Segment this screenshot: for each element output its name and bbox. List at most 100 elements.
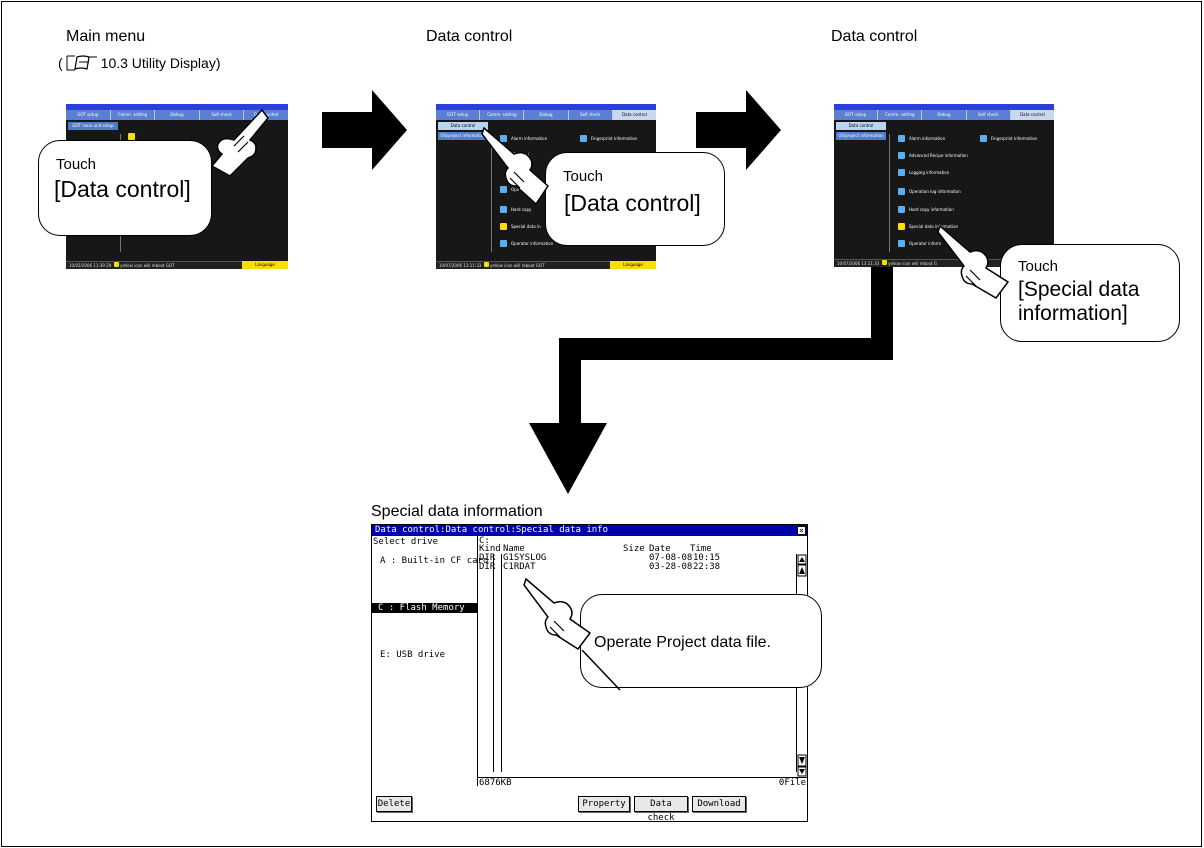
yellow-square-icon bbox=[500, 223, 507, 230]
callout-3-small: Touch bbox=[1018, 258, 1059, 275]
menu-item-label: Operator inform bbox=[909, 241, 942, 246]
drive-c-button[interactable]: C : Flash Memory bbox=[372, 603, 477, 613]
title-data-control-2: Data control bbox=[831, 28, 918, 45]
menu-item-operator[interactable]: Operator information bbox=[500, 240, 553, 247]
menu-item-label: Operation log information bbox=[909, 189, 961, 194]
row-1-name[interactable]: G1SYSLOG bbox=[503, 553, 547, 563]
blue-square-icon bbox=[580, 135, 587, 142]
yellow-square-icon bbox=[898, 223, 905, 230]
blue-square-icon bbox=[898, 135, 905, 142]
callout-4-tail bbox=[581, 650, 621, 691]
right-arrow-2 bbox=[696, 90, 781, 170]
side-item-data-control[interactable]: Data control bbox=[836, 122, 886, 130]
side-item-os-project[interactable]: OS/project information bbox=[836, 132, 886, 140]
callout-operate-project bbox=[580, 594, 822, 688]
data-check-button[interactable]: Data check bbox=[634, 796, 688, 821]
tab-comm-setting[interactable]: Comm. setting bbox=[878, 110, 922, 120]
menu-item-operation-log[interactable]: Ope bbox=[500, 186, 519, 193]
menu-item-icon bbox=[128, 133, 135, 140]
menu-item-label: Hard copy information bbox=[909, 207, 954, 212]
title-bar bbox=[436, 104, 656, 110]
tab-got-setup[interactable]: GOT setup bbox=[66, 110, 110, 120]
pointing-hand-icon bbox=[210, 108, 269, 177]
menu-item-alarm[interactable]: Alarm information bbox=[898, 135, 945, 142]
language-button[interactable]: Language bbox=[610, 261, 656, 269]
row-1-date: 07-08-08 bbox=[649, 553, 693, 563]
tab-debug[interactable]: Debug bbox=[524, 110, 568, 120]
blue-square-icon bbox=[898, 152, 905, 159]
menu-item-fingerprint[interactable]: Fingerprint information bbox=[980, 135, 1037, 142]
blue-square-icon bbox=[500, 186, 507, 193]
tab-self-check[interactable]: Self check bbox=[568, 110, 612, 120]
file-count: 0File bbox=[778, 778, 806, 788]
callout-touch-data-control-2 bbox=[545, 152, 725, 246]
reference-book-icon bbox=[65, 54, 99, 72]
menu-item-special-data[interactable]: Special data information bbox=[898, 223, 958, 230]
menu-item-fingerprint[interactable]: Fingerprint information bbox=[580, 135, 637, 142]
tab-data-control[interactable]: Data control bbox=[1010, 110, 1054, 120]
callout-2-small: Touch bbox=[563, 168, 604, 185]
divider bbox=[889, 134, 890, 252]
tab-self-check[interactable]: Self check bbox=[966, 110, 1010, 120]
status-message: yellow icon will reboot GOT bbox=[120, 263, 175, 268]
menu-item-hard-copy[interactable]: Hard copy bbox=[500, 206, 531, 213]
side-menu: Data control OS/project information bbox=[836, 122, 886, 142]
side-item-os-project[interactable]: OS/project information bbox=[438, 132, 488, 140]
tab-bar: GOT setup Comm. setting Debug Self check… bbox=[436, 110, 656, 120]
side-item-got-main-unit[interactable]: GOT main unit setup bbox=[68, 122, 118, 130]
menu-item-operator[interactable]: Operator inform bbox=[898, 240, 941, 247]
callout-3-big-line1: [Special data bbox=[1018, 278, 1140, 301]
menu-item-label: Advanced Recipe information bbox=[909, 153, 968, 158]
column-date: Date bbox=[649, 544, 671, 554]
menu-item-label: Special data in bbox=[511, 224, 541, 229]
drive-a-button[interactable]: A : Built-in CF card bbox=[380, 556, 489, 566]
side-menu: Data control OS/project information bbox=[438, 122, 488, 142]
menu-item-hard-copy[interactable]: Hard copy information bbox=[898, 206, 954, 213]
row-2-name[interactable]: C1RDAT bbox=[503, 562, 536, 572]
tab-self-check[interactable]: Self check bbox=[199, 110, 244, 120]
blue-square-icon bbox=[980, 135, 987, 142]
drive-panel: Select drive A : Built-in CF card C : Fl… bbox=[372, 536, 488, 786]
property-button[interactable]: Property bbox=[578, 796, 630, 812]
row-2-date: 03-28-08 bbox=[649, 562, 693, 572]
title-bar bbox=[834, 104, 1054, 110]
down-connector-arrow bbox=[529, 267, 893, 494]
drive-e-button[interactable]: E: USB drive bbox=[380, 650, 446, 660]
column-divider bbox=[493, 554, 494, 772]
tab-got-setup[interactable]: GOT setup bbox=[834, 110, 878, 120]
download-button[interactable]: Download bbox=[692, 796, 746, 812]
blue-square-icon bbox=[500, 135, 507, 142]
delete-button[interactable]: Delete bbox=[376, 796, 412, 812]
menu-item-alarm[interactable]: Alarm information bbox=[500, 135, 547, 142]
blue-square-icon bbox=[898, 206, 905, 213]
tab-debug[interactable]: Debug bbox=[922, 110, 966, 120]
divider bbox=[491, 134, 492, 252]
menu-item-logging[interactable]: Logging information bbox=[898, 169, 949, 176]
tab-bar: GOT setup Comm. setting Debug Self check… bbox=[834, 110, 1054, 120]
blue-square-icon bbox=[500, 206, 507, 213]
title-special-data: Special data information bbox=[371, 503, 543, 520]
status-time: 10/07/2006 13:11:33 bbox=[439, 263, 482, 268]
status-time: 10/07/2006 13:11:33 bbox=[837, 261, 880, 266]
menu-item-operation-log[interactable]: Operation log information bbox=[898, 188, 961, 195]
status-bar: 10/02/2006 11:39:29 yellow icon will reb… bbox=[66, 261, 288, 269]
callout-1-small: Touch bbox=[56, 156, 97, 173]
menu-item-label: Fingerprint information bbox=[991, 136, 1038, 141]
row-2-time: 22:38 bbox=[693, 562, 721, 572]
menu-item-special-data[interactable]: Special data in bbox=[500, 223, 541, 230]
tab-comm-setting[interactable]: Comm. setting bbox=[110, 110, 155, 120]
side-menu: GOT main unit setup bbox=[68, 122, 118, 132]
side-item-data-control[interactable]: Data control bbox=[438, 122, 488, 130]
reference-link[interactable]: (10.3 Utility Display) bbox=[58, 54, 221, 72]
row-1-kind: DIR bbox=[479, 553, 496, 563]
status-footer: 6876KB 0File bbox=[478, 777, 807, 788]
tab-comm-setting[interactable]: Comm. setting bbox=[480, 110, 524, 120]
tab-got-setup[interactable]: GOT setup bbox=[436, 110, 480, 120]
menu-item-recipe[interactable]: Advanced Recipe information bbox=[898, 152, 968, 159]
tab-data-control[interactable]: Data control bbox=[612, 110, 656, 120]
tab-debug[interactable]: Debug bbox=[155, 110, 199, 120]
menu-item-label: Ope bbox=[511, 187, 520, 192]
language-button[interactable]: Language bbox=[242, 261, 288, 269]
close-button[interactable]: × bbox=[797, 526, 806, 535]
status-time: 10/02/2006 11:39:29 bbox=[69, 263, 112, 268]
